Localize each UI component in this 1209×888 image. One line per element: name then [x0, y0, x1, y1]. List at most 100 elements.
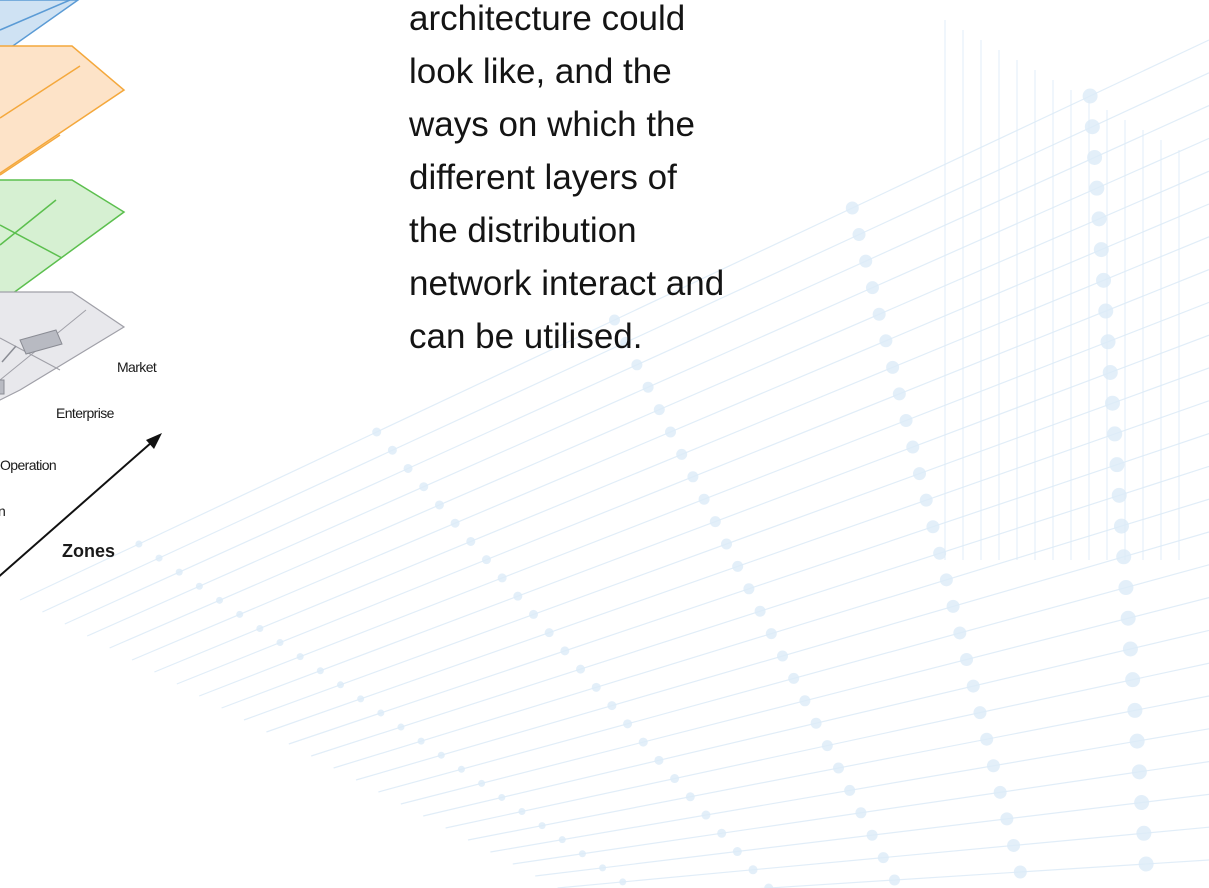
smart-grid-layer-diagram	[0, 0, 162, 577]
network-node	[717, 828, 727, 838]
network-node	[788, 672, 800, 684]
network-node	[1125, 672, 1141, 688]
network-node	[1136, 825, 1152, 841]
network-node	[899, 413, 913, 427]
body-line: network interact and	[409, 264, 725, 303]
network-node	[1089, 180, 1105, 196]
network-node	[1113, 518, 1129, 534]
body-line: look like, and the	[409, 52, 672, 91]
network-node	[1129, 733, 1145, 749]
network-node	[357, 695, 365, 703]
network-node	[1098, 303, 1114, 319]
network-node	[434, 500, 444, 510]
network-node	[960, 653, 974, 667]
network-node	[578, 850, 586, 858]
layer-blue	[0, 0, 80, 56]
network-node	[709, 516, 721, 528]
network-node	[777, 650, 788, 662]
network-node	[1100, 334, 1116, 350]
network-node	[1102, 364, 1118, 380]
network-node	[466, 536, 476, 546]
network-node	[1084, 119, 1100, 135]
network-node	[877, 852, 889, 864]
network-node	[155, 554, 163, 562]
body-paragraph: architecture could look like, and the wa…	[409, 0, 849, 363]
network-node	[609, 314, 620, 326]
network-node	[316, 667, 324, 675]
body-line: architecture could	[409, 0, 686, 38]
network-node	[872, 307, 886, 321]
body-line: can be utilised.	[409, 317, 643, 356]
network-node	[387, 445, 397, 455]
network-node	[732, 847, 742, 857]
network-node	[1138, 856, 1154, 872]
network-node	[799, 695, 811, 707]
network-node	[721, 538, 732, 550]
network-node	[939, 573, 953, 587]
network-node	[966, 679, 980, 693]
network-node	[372, 427, 382, 437]
network-node	[732, 560, 744, 572]
network-node	[1134, 795, 1150, 811]
network-node	[175, 568, 183, 576]
network-node	[676, 448, 688, 460]
network-node	[946, 599, 960, 613]
network-node	[620, 336, 632, 348]
network-node	[913, 467, 926, 481]
network-node	[377, 709, 385, 717]
network-node	[844, 784, 856, 796]
network-node	[1127, 702, 1143, 718]
network-node	[973, 706, 987, 720]
network-node	[865, 281, 879, 295]
network-node	[1118, 580, 1134, 596]
network-node	[457, 765, 465, 773]
network-node	[1007, 838, 1021, 852]
network-node	[1087, 149, 1103, 165]
network-node	[1105, 395, 1120, 411]
network-node	[560, 646, 570, 656]
network-node	[135, 540, 143, 548]
network-node	[1013, 865, 1027, 879]
network-node	[481, 555, 491, 565]
network-node	[685, 792, 695, 802]
network-node	[498, 793, 506, 801]
network-node	[1131, 764, 1147, 780]
network-node	[765, 628, 777, 640]
network-node	[437, 751, 445, 759]
network-node	[195, 582, 203, 590]
network-node	[1120, 610, 1136, 626]
network-node	[821, 740, 833, 752]
network-node	[754, 605, 766, 617]
network-node	[764, 883, 774, 888]
network-node	[653, 404, 665, 416]
network-node	[852, 228, 866, 242]
network-node	[1000, 812, 1014, 826]
network-node	[993, 785, 1007, 799]
network-node	[1107, 426, 1123, 442]
body-line: the distribution	[409, 211, 637, 250]
network-node	[619, 878, 627, 886]
zones-axis-arrow	[0, 433, 162, 577]
network-node	[1093, 242, 1109, 258]
network-node	[256, 624, 264, 632]
network-node	[599, 864, 607, 872]
network-node	[892, 387, 906, 401]
network-node	[933, 546, 947, 560]
network-node	[1116, 549, 1132, 565]
network-node	[879, 334, 893, 348]
network-node	[513, 591, 523, 601]
network-node	[889, 874, 900, 886]
network-node	[953, 626, 967, 640]
network-node	[642, 381, 654, 393]
network-node	[623, 719, 633, 729]
network-node	[591, 682, 601, 692]
network-node	[833, 762, 844, 774]
network-node	[607, 701, 617, 711]
zone-label-operation: Operation	[0, 457, 57, 473]
network-node	[497, 573, 507, 583]
network-node	[654, 755, 664, 765]
zones-axis-label: Zones	[62, 541, 116, 561]
network-node	[478, 779, 486, 787]
network-node	[986, 759, 1000, 773]
